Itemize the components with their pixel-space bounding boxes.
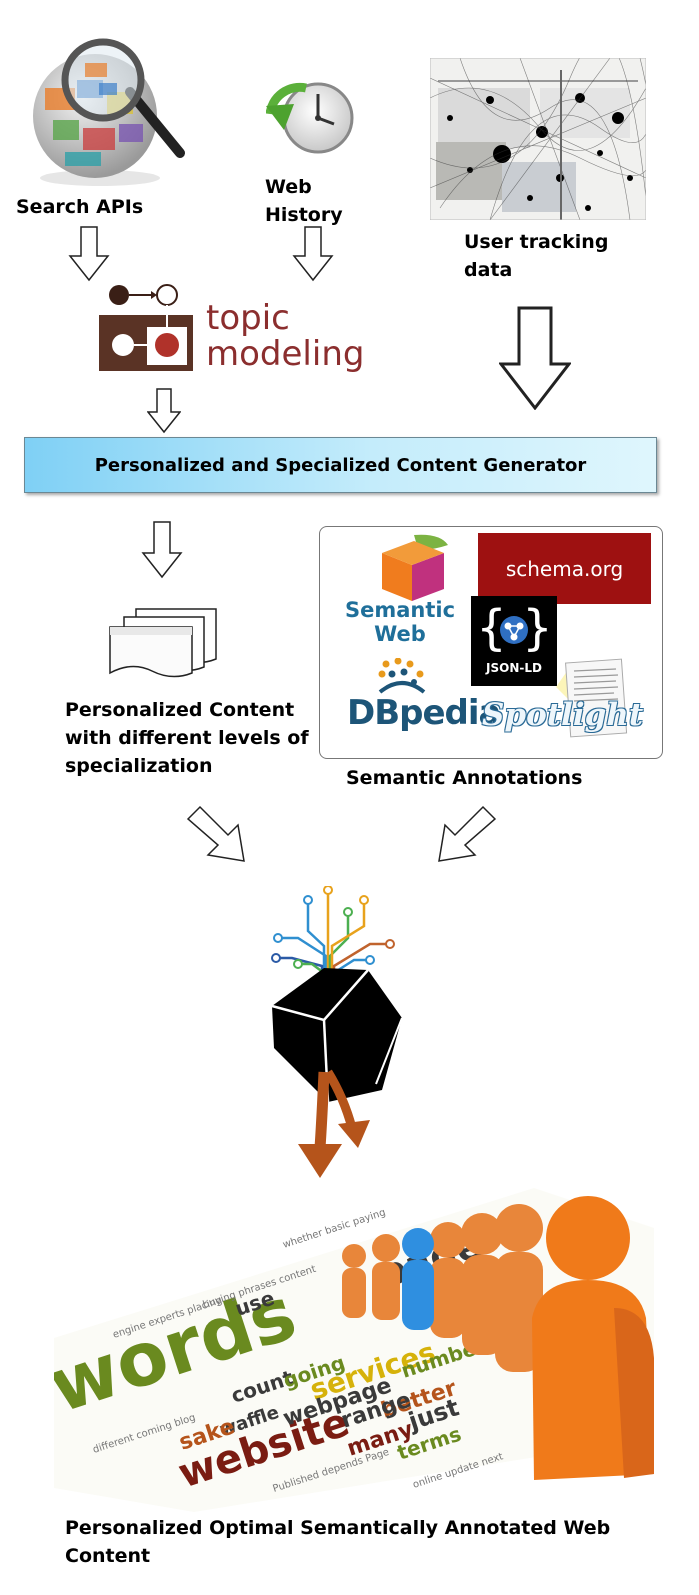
user-tracking-image	[430, 58, 646, 220]
arrow-diagonal-left	[186, 805, 248, 865]
personalized-content-line2: with different levels of	[65, 727, 309, 749]
output-arrow-icon	[294, 1068, 378, 1180]
semantic-web-text: Semantic Web	[330, 598, 470, 646]
semantic-web-cube-icon	[378, 531, 450, 603]
schema-org-label: schema.org	[505, 556, 624, 581]
dbpedia-dots-icon	[376, 658, 428, 696]
personalized-content-line1: Personalized Content	[65, 699, 295, 721]
search-apis-label: Search APIs	[16, 196, 144, 218]
history-clock-icon	[266, 80, 356, 160]
spotlight-label: Spotlight	[482, 697, 644, 733]
dbpedia-label: DBpedia	[347, 693, 501, 733]
people-queue-icon	[342, 1196, 654, 1480]
arrow-down-generator	[141, 521, 183, 579]
topic-modeling-logo-icon	[97, 283, 197, 375]
arrow-down-search	[68, 226, 110, 282]
user-tracking-label-line1: User tracking	[464, 231, 609, 253]
web-history-label-line1: Web	[265, 176, 312, 198]
output-content-label: Personalized Optimal Semantically Annota…	[65, 1517, 611, 1567]
arrow-diagonal-right	[435, 805, 497, 865]
semantic-web-line1: Semantic	[344, 598, 456, 622]
documents-icon	[106, 607, 218, 679]
semantic-web-line2: Web	[374, 622, 426, 646]
arrow-down-topic	[147, 388, 181, 434]
personalized-content-line3: specialization	[65, 755, 213, 777]
black-box-engine-icon	[268, 886, 408, 1186]
json-ld-label: JSON-LD	[486, 661, 542, 675]
arrow-down-history	[292, 226, 334, 282]
word-cloud-image: words website services page count going …	[54, 1188, 664, 1512]
spotlight-document-image	[556, 657, 628, 739]
user-tracking-label-line2: data	[464, 259, 513, 281]
search-globe-icon	[25, 28, 190, 193]
content-generator-box: Personalized and Specialized Content Gen…	[24, 437, 657, 493]
topic-modeling-text: topic modeling	[206, 300, 364, 372]
web-history-label-line2: History	[265, 204, 343, 226]
semantic-annotations-caption: Semantic Annotations	[346, 767, 583, 789]
topic-modeling-line1: topic	[206, 298, 290, 338]
topic-modeling-line2: modeling	[206, 334, 365, 374]
arrow-down-tracking	[499, 306, 571, 410]
content-generator-label: Personalized and Specialized Content Gen…	[94, 454, 587, 476]
schema-org-logo: schema.org	[478, 533, 651, 604]
json-ld-logo: { }	[471, 596, 557, 686]
